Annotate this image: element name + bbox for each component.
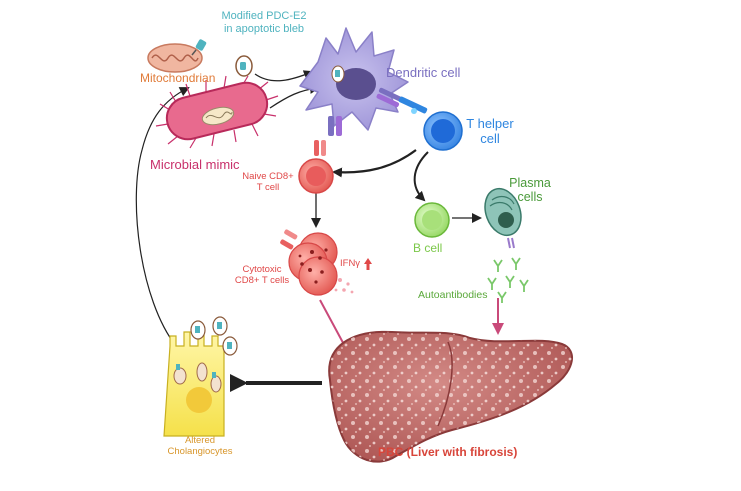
altered-cholangiocytes-label: Altered Cholangiocytes (150, 435, 250, 458)
dc-receptor-icon (376, 87, 402, 108)
microbial-mimic-label: Microbial mimic (150, 157, 240, 172)
ifn-gamma-label: IFNγ (340, 258, 361, 269)
naive-cd8-line2: T cell (256, 181, 280, 193)
altered-line1: Altered (184, 435, 216, 446)
cytotoxic-cd8-t-cells-icon (280, 229, 354, 296)
t-helper-cell-icon (398, 96, 463, 151)
cytotoxic-line2: CD8+ T cells (234, 274, 290, 286)
dc-receptor-lower-icon (328, 116, 342, 136)
arrow-th-to-naive (332, 149, 417, 178)
altered-cholangiocytes-icon (163, 316, 238, 437)
pbc-label: PBC (Liver with fibrosis) (378, 445, 518, 459)
naive-cd8-label: Naive CD8+ T cell (236, 171, 300, 194)
dendritic-cell-icon (299, 27, 409, 136)
t-helper-label: T helper cell (460, 116, 520, 147)
modified-pdc-label: Modified PDC-E2 in apoptotic bleb (206, 10, 322, 35)
autoantibodies-label: Autoantibodies (418, 289, 488, 301)
t-helper-line2: cell (480, 130, 500, 146)
naive-cd8-t-cell-icon (298, 140, 334, 194)
plasma-cell-icon (484, 187, 522, 249)
cytotoxic-line1: Cytotoxic (242, 264, 282, 275)
plasma-line2: cells (517, 190, 543, 205)
plasma-cells-label: Plasma cells (500, 176, 560, 205)
altered-line2: Cholangiocytes (167, 445, 233, 457)
b-cell-icon (414, 202, 450, 238)
modified-pdc-line1: Modified PDC-E2 (221, 10, 307, 22)
naive-cd8-line1: Naive CD8+ (242, 171, 294, 182)
dendritic-cell-label: Dendritic cell (386, 65, 461, 80)
mitochondrion-icon (147, 39, 207, 73)
t-helper-line1: T helper (466, 116, 514, 131)
microbial-mimic-icon (155, 75, 279, 149)
plasma-line1: Plasma (509, 176, 551, 190)
arrow-th-to-bcell (413, 151, 429, 202)
modified-pdc-line2: in apoptotic bleb (223, 22, 305, 35)
ifn-gamma-particles-icon (334, 278, 354, 294)
ifn-increase-arrow-icon (364, 258, 372, 270)
b-cell-label: B cell (413, 241, 443, 255)
cytotoxic-label: Cytotoxic CD8+ T cells (224, 264, 300, 287)
arrow-bleb-to-dc (254, 70, 314, 82)
liver-with-fibrosis-icon (328, 330, 573, 463)
mitochondrian-label: Mitochondrian (140, 71, 216, 85)
arrow-cholangiocytes-to-mito (135, 87, 190, 347)
apoptotic-bleb-icon (235, 55, 253, 77)
apoptotic-bleb-released-icon (190, 316, 238, 356)
autoantibodies-icon (487, 257, 529, 303)
